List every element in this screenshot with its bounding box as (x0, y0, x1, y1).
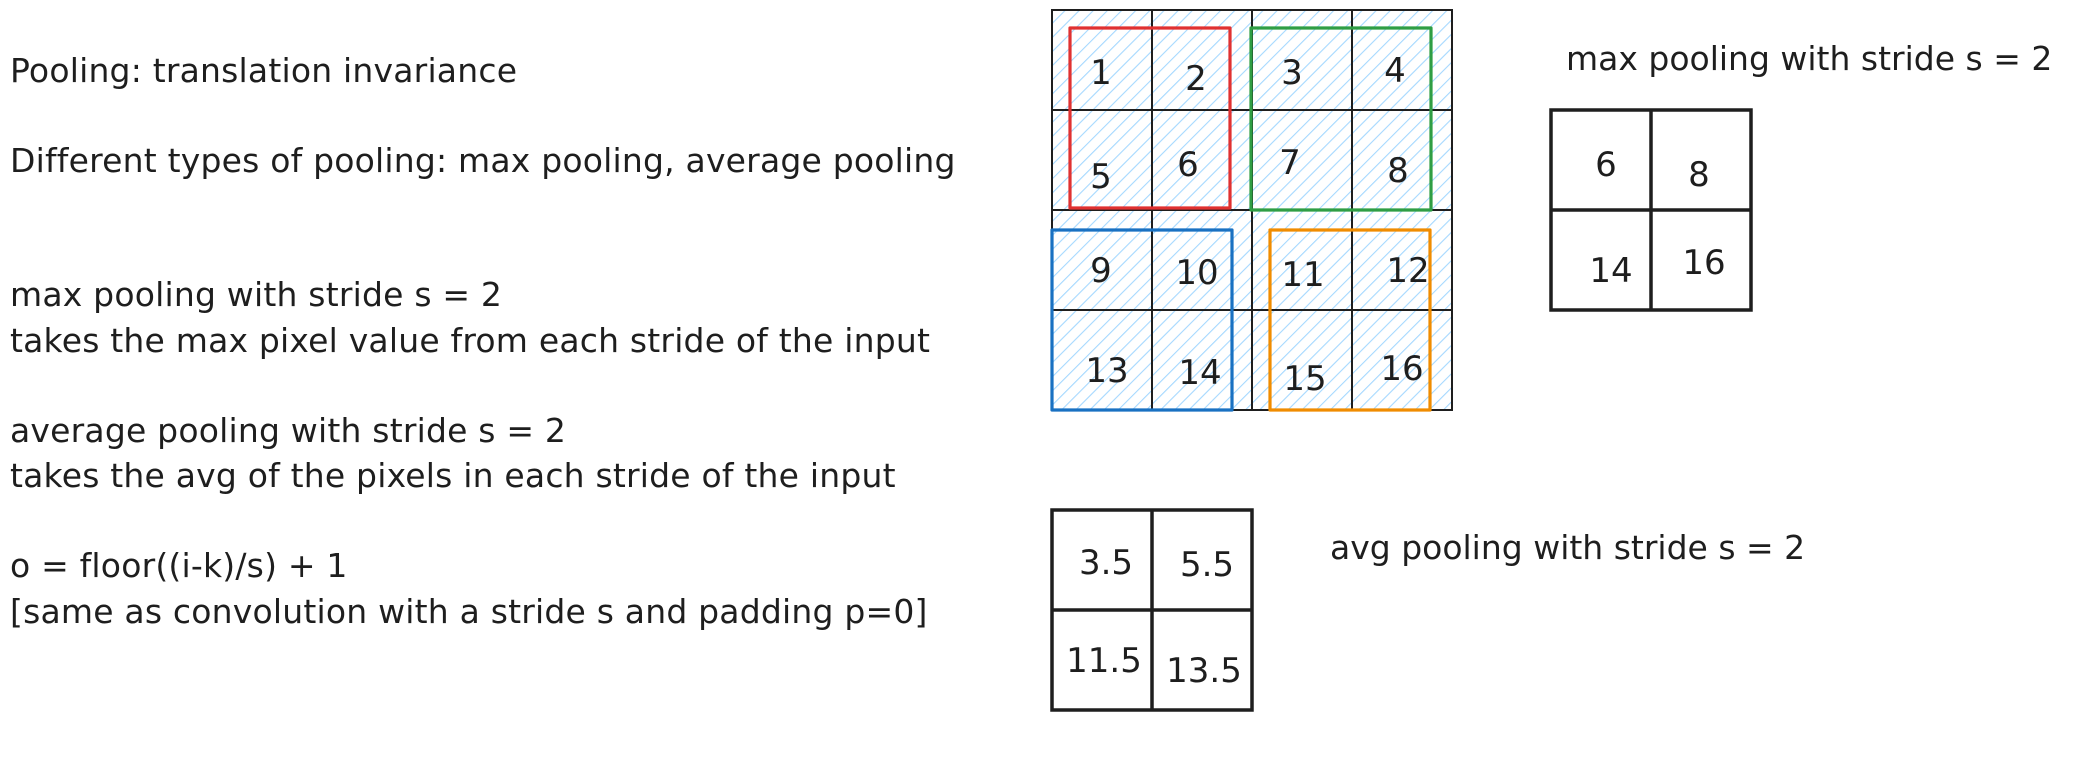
max-pool-cell-4: 16 (1682, 243, 1725, 283)
input-cell-2: 2 (1185, 59, 1207, 99)
max-pool-cell-1: 6 (1595, 145, 1617, 185)
avg-pool-grid-lines (1050, 508, 1254, 712)
input-cell-16: 16 (1380, 349, 1423, 389)
note-avg-pooling-desc: takes the avg of the pixels in each stri… (10, 456, 896, 495)
avg-pool-cell-2: 5.5 (1180, 545, 1234, 585)
input-cell-10: 10 (1175, 253, 1218, 293)
max-pool-caption: max pooling with stride s = 2 (1566, 39, 2052, 78)
note-max-pooling-desc: takes the max pixel value from each stri… (10, 321, 931, 360)
input-cell-6: 6 (1177, 145, 1199, 185)
note-avg-pooling-heading: average pooling with stride s = 2 (10, 411, 567, 450)
max-pool-cell-3: 14 (1589, 251, 1632, 291)
note-pooling-types: Different types of pooling: max pooling,… (10, 141, 956, 180)
input-cell-7: 7 (1279, 143, 1301, 183)
avg-pool-caption: avg pooling with stride s = 2 (1330, 528, 1805, 567)
window-bottom-left-blue (1050, 228, 1234, 412)
avg-pool-output: 3.5 5.5 11.5 13.5 avg pooling with strid… (1050, 508, 1805, 712)
pooling-windows (1050, 26, 1433, 412)
input-cell-8: 8 (1387, 151, 1409, 191)
input-cell-12: 12 (1386, 251, 1429, 291)
input-cell-9: 9 (1090, 251, 1112, 291)
input-cell-3: 3 (1281, 53, 1303, 93)
note-title: Pooling: translation invariance (10, 51, 518, 90)
input-cell-11: 11 (1281, 255, 1324, 295)
input-cell-5: 5 (1090, 157, 1112, 197)
input-cell-1: 1 (1090, 53, 1112, 93)
max-pool-grid-lines (1549, 108, 1753, 312)
note-formula-explanation: [same as convolution with a stride s and… (10, 592, 928, 631)
window-top-left-red (1068, 26, 1232, 210)
window-top-right-green (1249, 26, 1433, 212)
input-cell-15: 15 (1283, 359, 1326, 399)
max-pool-output: max pooling with stride s = 2 6 8 14 16 (1549, 39, 2052, 312)
avg-pool-cell-1: 3.5 (1079, 543, 1133, 583)
note-max-pooling-heading: max pooling with stride s = 2 (10, 275, 503, 314)
max-pool-cell-2: 8 (1688, 155, 1710, 195)
input-cell-13: 13 (1085, 351, 1128, 391)
input-cell-14: 14 (1178, 353, 1221, 393)
note-output-formula: o = floor((i-k)/s) + 1 (10, 546, 348, 585)
input-cell-4: 4 (1384, 51, 1406, 91)
window-bottom-right-orange (1268, 228, 1432, 412)
avg-pool-cell-3: 11.5 (1066, 641, 1142, 681)
avg-pool-cell-4: 13.5 (1166, 651, 1242, 691)
